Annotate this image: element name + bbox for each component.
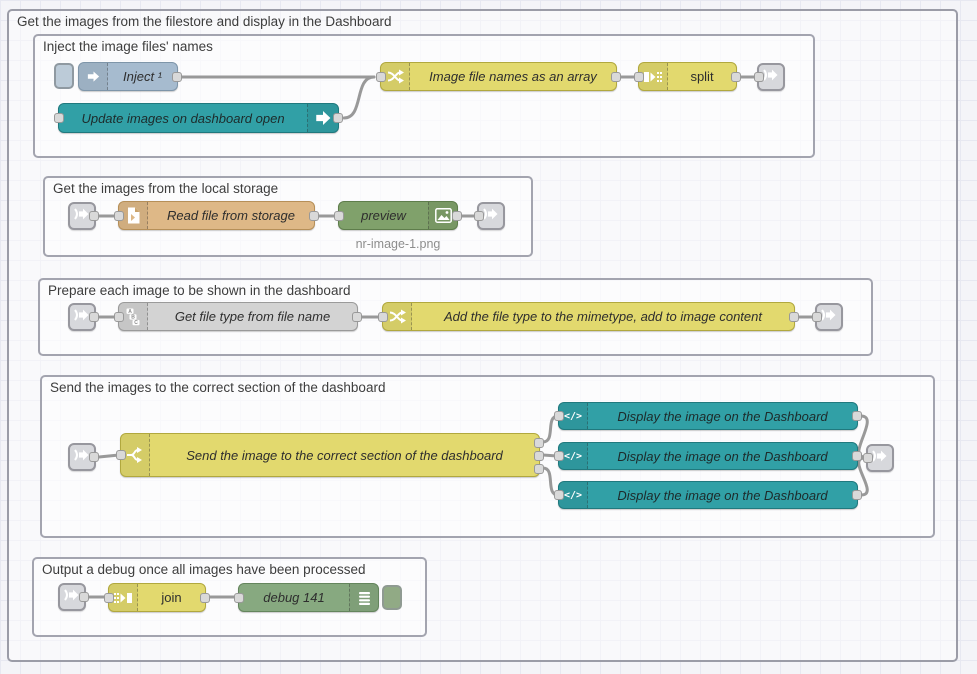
input-port[interactable] bbox=[634, 71, 644, 82]
node-read-file[interactable]: Read file from storage bbox=[114, 201, 319, 230]
link-in-icon bbox=[64, 587, 80, 608]
input-port[interactable] bbox=[554, 411, 564, 421]
output-port[interactable] bbox=[172, 71, 182, 82]
output-port-1[interactable] bbox=[534, 438, 544, 448]
node-link-in[interactable] bbox=[68, 202, 99, 230]
group-outer-label: Get the images from the filestore and di… bbox=[17, 14, 392, 29]
group-inject-label: Inject the image files' names bbox=[43, 39, 213, 54]
node-link-in[interactable] bbox=[68, 303, 99, 331]
node-status: nr-image-1.png bbox=[355, 237, 441, 251]
node-link-out[interactable] bbox=[474, 202, 505, 230]
input-port[interactable] bbox=[378, 311, 388, 322]
svg-text:C: C bbox=[134, 320, 138, 326]
node-link-in[interactable] bbox=[58, 583, 89, 611]
node-label: debug 141 bbox=[263, 590, 325, 605]
link-in-icon bbox=[74, 307, 90, 328]
node-link-out[interactable] bbox=[812, 303, 843, 331]
input-port[interactable] bbox=[54, 113, 64, 123]
group-output-label: Output a debug once all images have been… bbox=[42, 562, 366, 577]
input-port[interactable] bbox=[863, 453, 873, 463]
output-port[interactable] bbox=[452, 210, 462, 221]
node-inject[interactable]: Inject ¹ bbox=[78, 62, 182, 91]
inject-arrow-icon bbox=[79, 63, 108, 90]
node-label: Display the image on the Dashboard bbox=[617, 487, 828, 503]
output-port[interactable] bbox=[852, 451, 862, 461]
input-port[interactable] bbox=[812, 312, 822, 322]
output-port[interactable] bbox=[89, 312, 99, 322]
inject-arrow-icon bbox=[307, 104, 338, 132]
node-label: Display the image on the Dashboard bbox=[617, 448, 828, 464]
group-inject-filenames[interactable]: Inject the image files' names bbox=[33, 34, 815, 158]
output-port[interactable] bbox=[200, 592, 210, 603]
node-label: join bbox=[161, 590, 182, 605]
node-split[interactable]: split bbox=[634, 62, 741, 91]
svg-text:A: A bbox=[128, 308, 132, 314]
input-port[interactable] bbox=[234, 592, 244, 603]
node-label: Send the image to the correct section of… bbox=[186, 447, 503, 463]
svg-text:B: B bbox=[131, 314, 135, 320]
node-switch-send[interactable]: Send the image to the correct section of… bbox=[116, 433, 544, 477]
output-port[interactable] bbox=[333, 113, 343, 123]
node-image-filenames-change[interactable]: Image file names as an array bbox=[376, 62, 621, 91]
output-port[interactable] bbox=[79, 592, 89, 602]
output-port-3[interactable] bbox=[534, 464, 544, 474]
inject-trigger-button[interactable] bbox=[54, 63, 74, 89]
node-add-mimetype-change[interactable]: Add the file type to the mimetype, add t… bbox=[378, 302, 799, 331]
debug-list-icon bbox=[349, 584, 378, 611]
group-prepare-label: Prepare each image to be shown in the da… bbox=[48, 283, 351, 298]
node-display-template-2[interactable]: </> Display the image on the Dashboard bbox=[554, 442, 862, 470]
node-label: Image file names as an array bbox=[429, 69, 597, 84]
node-label: preview bbox=[361, 208, 406, 223]
link-out-icon bbox=[872, 448, 888, 469]
wire[interactable] bbox=[342, 75, 376, 120]
output-port[interactable] bbox=[309, 210, 319, 221]
node-link-in[interactable] bbox=[68, 443, 99, 471]
input-port[interactable] bbox=[114, 311, 124, 322]
node-preview[interactable]: preview bbox=[334, 201, 462, 230]
node-label: split bbox=[690, 69, 714, 84]
group-storage-label: Get the images from the local storage bbox=[53, 181, 279, 196]
output-port-2[interactable] bbox=[534, 451, 544, 461]
link-in-icon bbox=[74, 206, 90, 227]
input-port[interactable] bbox=[116, 450, 126, 460]
output-port[interactable] bbox=[852, 411, 862, 421]
input-port[interactable] bbox=[114, 210, 124, 221]
link-out-icon bbox=[821, 307, 837, 328]
node-label: Inject ¹ bbox=[122, 69, 162, 84]
input-port[interactable] bbox=[554, 451, 564, 461]
output-port[interactable] bbox=[352, 311, 362, 322]
node-label: Update images on dashboard open bbox=[81, 110, 285, 126]
input-port[interactable] bbox=[554, 490, 564, 500]
node-debug[interactable]: debug 141 bbox=[234, 583, 379, 612]
debug-toggle-button[interactable] bbox=[382, 585, 402, 610]
node-link-out[interactable] bbox=[863, 444, 894, 472]
output-port[interactable] bbox=[89, 452, 99, 462]
input-port[interactable] bbox=[474, 211, 484, 221]
input-port[interactable] bbox=[104, 592, 114, 603]
node-display-template-1[interactable]: </> Display the image on the Dashboard bbox=[554, 402, 862, 430]
output-port[interactable] bbox=[89, 211, 99, 221]
input-port[interactable] bbox=[334, 210, 344, 221]
output-port[interactable] bbox=[852, 490, 862, 500]
output-port[interactable] bbox=[731, 71, 741, 82]
input-port[interactable] bbox=[754, 72, 764, 82]
node-label: Read file from storage bbox=[167, 208, 295, 223]
output-port[interactable] bbox=[611, 71, 621, 82]
node-label: Get file type from file name bbox=[174, 309, 331, 324]
node-link-out[interactable] bbox=[754, 63, 785, 91]
node-label: Display the image on the Dashboard bbox=[617, 408, 828, 424]
link-in-icon bbox=[74, 447, 90, 468]
link-out-icon bbox=[483, 206, 499, 227]
output-port[interactable] bbox=[789, 311, 799, 322]
group-send-label: Send the images to the correct section o… bbox=[50, 380, 386, 395]
wire[interactable] bbox=[97, 453, 121, 459]
input-port[interactable] bbox=[376, 71, 386, 82]
node-update-images[interactable]: Update images on dashboard open bbox=[54, 103, 343, 133]
node-label: Add the file type to the mimetype, add t… bbox=[444, 309, 762, 324]
node-display-template-3[interactable]: </> Display the image on the Dashboard bbox=[554, 481, 862, 509]
node-join[interactable]: join bbox=[104, 583, 210, 612]
link-out-icon bbox=[763, 67, 779, 88]
